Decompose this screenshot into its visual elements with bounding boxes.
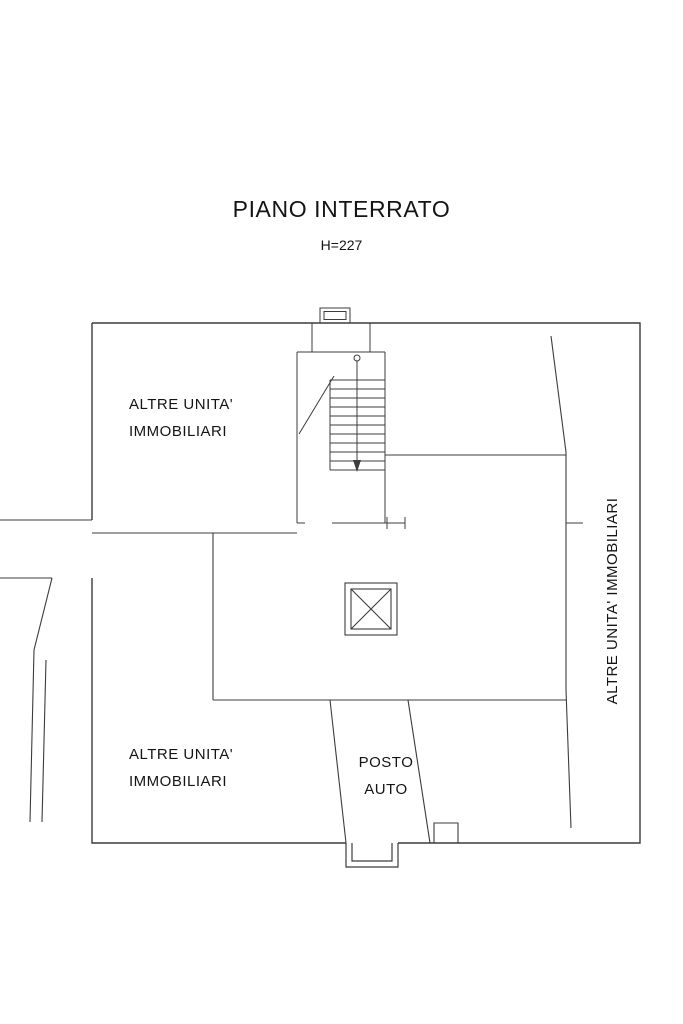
room-label-line: ALTRE UNITA' xyxy=(129,396,234,413)
room-label-line: POSTO xyxy=(358,754,414,771)
gate xyxy=(345,843,399,868)
room-label-parking: POSTO AUTO xyxy=(338,749,434,803)
parking-spot-lines xyxy=(329,699,431,844)
room-label-right-unit: ALTRE UNITA' IMMOBILIARI xyxy=(604,497,621,705)
access-ramp xyxy=(0,519,92,823)
right-strip-wall xyxy=(550,335,572,829)
room-label-line: ALTRE UNITA' xyxy=(129,746,234,763)
stair-break-line xyxy=(298,375,335,435)
wall-notch xyxy=(433,822,459,843)
elevator-shaft xyxy=(344,582,398,636)
stair-arrow xyxy=(353,460,361,472)
room-label-line: IMMOBILIARI xyxy=(129,773,228,790)
room-label-line: IMMOBILIARI xyxy=(129,423,228,440)
chimney-shaft xyxy=(319,307,351,324)
page-title: PIANO INTERRATO xyxy=(232,196,451,222)
room-label-line: AUTO xyxy=(364,781,408,798)
staircase xyxy=(296,307,406,529)
room-label-top-left-unit: ALTRE UNITA' IMMOBILIARI xyxy=(129,391,233,445)
height-annotation: H=227 xyxy=(320,237,363,253)
interior-walls xyxy=(92,335,583,829)
room-label-bottom-left-unit: ALTRE UNITA' IMMOBILIARI xyxy=(129,741,233,795)
elevator-cross xyxy=(350,588,392,630)
outer-walls xyxy=(91,322,641,844)
